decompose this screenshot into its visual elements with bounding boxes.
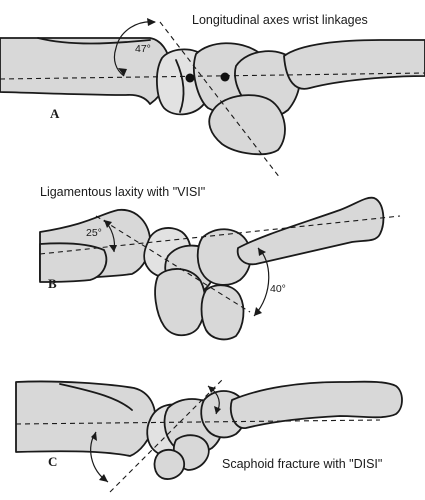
panel-b: 25° 40° Ligamentous laxity with "VISI" B	[39, 185, 401, 341]
ulna-bone-b	[39, 242, 108, 283]
scaphoid-fragment-c	[153, 448, 185, 480]
angle-label-b1: 25°	[86, 227, 102, 239]
rotation-center-dot	[185, 73, 195, 83]
panel-b-letter: B	[48, 276, 57, 291]
scaphoid-bone-b	[154, 268, 206, 337]
metacarpal-bone-c	[229, 380, 403, 429]
angle-label-b2: 40°	[270, 283, 286, 295]
panel-b-caption: Ligamentous laxity with "VISI"	[40, 185, 205, 199]
metacarpal-bone-a	[283, 39, 425, 90]
angle-arc-a	[113, 21, 156, 77]
trapezoid-bone-a	[208, 94, 286, 156]
axis-line	[39, 215, 401, 255]
panel-a-caption: Longitudinal axes wrist linkages	[192, 13, 368, 27]
radius-bone-c	[15, 380, 156, 457]
axis-line	[95, 215, 251, 313]
trapezium-bone-b	[200, 284, 245, 341]
axis-line	[159, 21, 281, 179]
panel-c: Scaphoid fracture with "DISI" C	[15, 377, 403, 493]
axis-line	[15, 419, 381, 425]
axis-line	[0, 72, 425, 80]
angle-label-a: 47°	[135, 43, 151, 55]
hamate-bone-b	[196, 228, 252, 286]
panel-c-caption: Scaphoid fracture with "DISI"	[222, 457, 382, 471]
panel-a: 47° Longitudinal axes wrist linkages A	[0, 13, 425, 179]
rotation-center-dot	[220, 72, 230, 82]
metacarpal-bone-b	[236, 196, 385, 266]
panel-a-letter: A	[50, 106, 60, 121]
panel-c-letter: C	[48, 454, 57, 469]
